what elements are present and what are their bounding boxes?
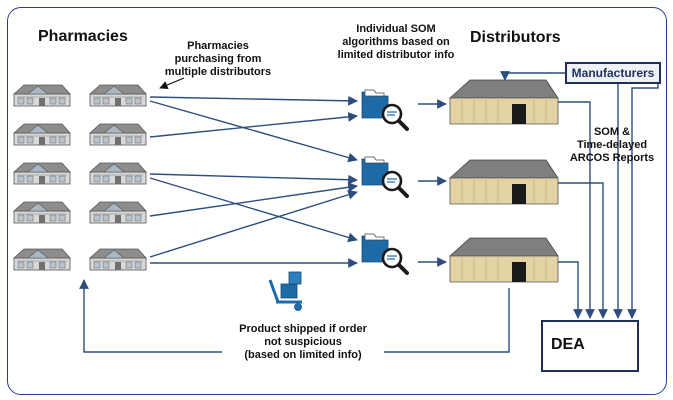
hand-truck-boxes-icon xyxy=(268,271,302,311)
manufacturers-box: Manufacturers xyxy=(565,62,661,84)
report-arrow xyxy=(627,73,659,319)
pharmacy-building-icon xyxy=(13,123,71,146)
shipped-note: Product shipped if order not suspicious … xyxy=(222,323,384,362)
multi-distributor-note: Pharmacies purchasing from multiple dist… xyxy=(164,40,272,78)
pharmacy-building-icon xyxy=(13,201,71,224)
folder-magnifier-icon xyxy=(360,155,409,198)
som-reports-note: SOM & Time-delayed ARCOS Reports xyxy=(569,126,655,164)
purchase-arrow xyxy=(149,100,358,163)
note-pointer-arrow xyxy=(159,77,185,89)
pharmacy-building-icon xyxy=(89,84,147,107)
distributor-warehouse-icon xyxy=(449,79,559,125)
distributors-heading: Distributors xyxy=(470,29,561,46)
pharmacies-heading: Pharmacies xyxy=(38,28,128,45)
pharmacy-building-icon xyxy=(13,162,71,185)
pharmacy-building-icon xyxy=(13,248,71,271)
report-arrow xyxy=(558,261,583,319)
pharmacy-building-icon xyxy=(89,123,147,146)
pharmacy-building-icon xyxy=(89,162,147,185)
dea-box: DEA xyxy=(541,320,639,372)
purchase-arrow xyxy=(149,189,358,258)
dea-label: DEA xyxy=(551,336,585,353)
distributor-warehouse-icon xyxy=(449,159,559,205)
purchase-arrow xyxy=(149,173,358,185)
folder-magnifier-icon xyxy=(360,88,409,131)
folder-magnifier-icon xyxy=(360,232,409,275)
manufacturer-supply-arrow xyxy=(500,71,565,81)
diagram-frame xyxy=(7,7,667,395)
report-arrow xyxy=(558,101,595,319)
pharmacy-building-icon xyxy=(13,84,71,107)
pharmacy-building-icon xyxy=(89,201,147,224)
pharmacy-building-icon xyxy=(89,248,147,271)
report-arrow xyxy=(558,182,608,319)
som-algorithms-note: Individual SOM algorithms based on limit… xyxy=(337,23,455,61)
distributor-warehouse-icon xyxy=(449,237,559,283)
purchase-arrow xyxy=(149,95,358,106)
purchase-arrow xyxy=(149,112,358,138)
purchase-arrow xyxy=(149,177,358,243)
purchase-arrow xyxy=(149,182,358,217)
